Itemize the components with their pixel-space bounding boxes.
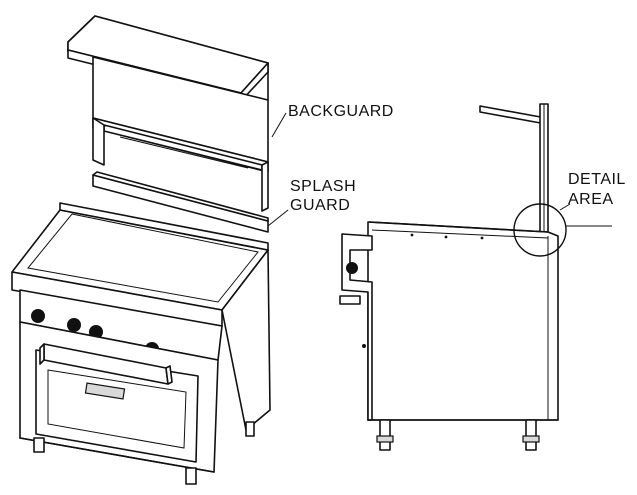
range-unit — [11, 202, 271, 485]
splash-guard-label-line1: SPLASH — [290, 178, 357, 195]
splash-guard-part — [92, 171, 269, 233]
splash-guard-leader — [267, 209, 289, 227]
backguard-label: BACKGUARD — [288, 103, 394, 120]
side-view — [339, 103, 612, 451]
backguard-leader — [271, 112, 287, 138]
detail-area-label-line1: DETAIL — [568, 171, 626, 188]
detail-area-label-line2: AREA — [568, 191, 614, 208]
backguard-part — [67, 15, 269, 212]
splash-guard-label-line2: GUARD — [290, 197, 351, 214]
